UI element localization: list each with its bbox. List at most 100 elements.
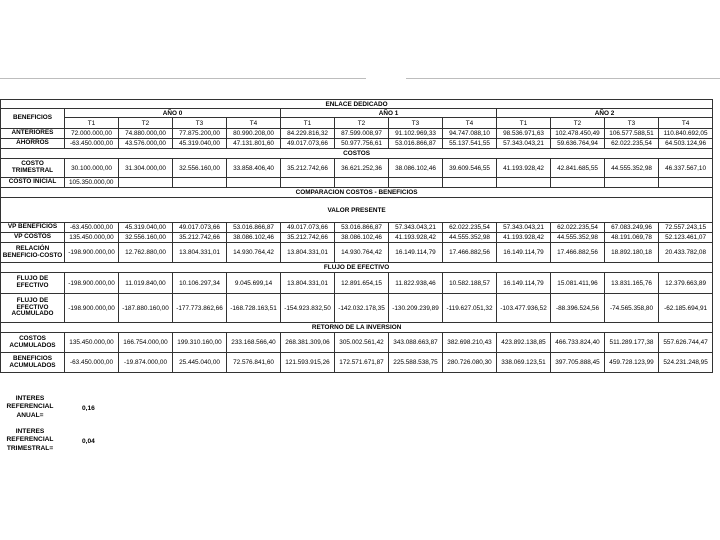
- row-label: AHORROS: [0, 138, 65, 149]
- value-cell: 53.016.866,87: [388, 138, 443, 149]
- value-cell: 59.636.764,94: [550, 138, 605, 149]
- costos-section-header: COSTOS: [0, 148, 714, 159]
- value-cell: -198.900.000,00: [64, 272, 119, 294]
- row-label: BENEFICIOS ACUMULADOS: [0, 352, 65, 373]
- value-cell: 14.930.764,42: [334, 242, 389, 263]
- value-cell: 16.149.114,79: [496, 242, 551, 263]
- value-cell: 62.022.235,54: [442, 222, 497, 233]
- value-cell: 382.698.210,43: [442, 332, 497, 353]
- interes-anual-label: INTERES REFERENCIAL ANUAL=: [6, 395, 54, 419]
- value-cell: 57.343.043,21: [496, 222, 551, 233]
- value-cell: 135.450.000,00: [64, 232, 119, 243]
- retorno-section-header: RETORNO DE LA INVERSION: [0, 322, 714, 333]
- row-label: FLUJO DE EFECTIVO: [0, 272, 65, 294]
- value-cell: 48.191.069,78: [604, 232, 659, 243]
- beneficios-header: BENEFICIOS: [0, 108, 65, 129]
- value-cell: 49.017.073,66: [280, 138, 335, 149]
- value-cell: 44.555.352,98: [604, 158, 659, 178]
- value-cell: 41.193.928,42: [496, 158, 551, 178]
- value-cell: -130.209.239,89: [388, 293, 443, 323]
- quarter-header: T4: [657, 117, 714, 129]
- value-cell: 305.002.561,42: [334, 332, 389, 353]
- value-cell: 94.747.088,10: [442, 128, 497, 139]
- value-cell: -19.874.000,00: [118, 352, 173, 373]
- row-label: FLUJO DE EFECTIVO ACUMULADO: [0, 293, 65, 323]
- value-cell: 52.123.461,07: [657, 232, 714, 243]
- value-cell: 45.319.040,00: [172, 138, 227, 149]
- value-cell: 39.609.546,55: [442, 158, 497, 178]
- value-cell: 74.880.000,00: [118, 128, 173, 139]
- value-cell: 11.019.840,00: [118, 272, 173, 294]
- value-cell: 50.977.756,61: [334, 138, 389, 149]
- row-label: RELACIÓN BENEFICIO-COSTO: [0, 242, 65, 263]
- valor-presente-section-header: VALOR PRESENTE: [0, 197, 714, 223]
- value-cell: 459.728.123,99: [604, 352, 659, 373]
- interes-trimestral-value: 0,04: [82, 438, 95, 445]
- value-cell: 199.310.160,00: [172, 332, 227, 353]
- value-cell: 17.466.882,56: [550, 242, 605, 263]
- interest-rates: INTERES REFERENCIAL ANUAL= 0,16 INTERES …: [0, 395, 95, 453]
- value-cell: -198.900.000,00: [64, 242, 119, 263]
- value-cell: 62.022.235,54: [550, 222, 605, 233]
- value-cell: 35.212.742,66: [280, 158, 335, 178]
- row-relacion: RELACIÓN BENEFICIO-COSTO-198.900.000,00 1…: [0, 242, 714, 263]
- value-cell: 72.000.000,00: [64, 128, 119, 139]
- value-cell: 55.137.541,55: [442, 138, 497, 149]
- costo-inicial-label: COSTO INICIAL: [0, 177, 65, 188]
- row-label: VP BENEFICIOS: [0, 222, 65, 233]
- value-cell: 67.083.249,96: [604, 222, 659, 233]
- cost-benefit-table: ENLACE DEDICADO BENEFICIOS AÑO 0 AÑO 1 A…: [0, 99, 714, 373]
- value-cell: 280.726.080,30: [442, 352, 497, 373]
- year-0-header: AÑO 0: [64, 108, 281, 118]
- value-cell: -177.773.862,66: [172, 293, 227, 323]
- value-cell: 16.149.114,79: [496, 272, 551, 294]
- value-cell: 80.990.208,00: [226, 128, 281, 139]
- value-cell: 41.193.928,42: [496, 232, 551, 243]
- quarter-header: T2: [334, 117, 389, 129]
- value-cell: 47.131.801,60: [226, 138, 281, 149]
- value-cell: 466.733.824,40: [550, 332, 605, 353]
- value-cell: 135.450.000,00: [64, 332, 119, 353]
- value-cell: 42.841.685,55: [550, 158, 605, 178]
- interes-trimestral-row: INTERES REFERENCIAL TRIMESTRAL= 0,04: [0, 428, 95, 453]
- value-cell: 397.705.888,45: [550, 352, 605, 373]
- value-cell: 13.804.331,01: [280, 272, 335, 294]
- value-cell: 43.576.000,00: [118, 138, 173, 149]
- value-cell: 36.621.252,36: [334, 158, 389, 178]
- value-cell: 53.016.866,87: [334, 222, 389, 233]
- flujo-section-header: FLUJO DE EFECTIVO: [0, 262, 714, 273]
- value-cell: 557.626.744,47: [657, 332, 714, 353]
- value-cell: -62.185.694,91: [657, 293, 714, 323]
- value-cell: 11.822.938,46: [388, 272, 443, 294]
- value-cell: -63.450.000,00: [64, 352, 119, 373]
- value-cell: 38.086.102,46: [388, 158, 443, 178]
- value-cell: 49.017.073,66: [280, 222, 335, 233]
- value-cell: 91.102.969,33: [388, 128, 443, 139]
- value-cell: 106.577.588,51: [604, 128, 659, 139]
- value-cell: 98.536.971,63: [496, 128, 551, 139]
- row-flujo-acumulado: FLUJO DE EFECTIVO ACUMULADO-198.900.000,…: [0, 293, 714, 323]
- row-label: VP COSTOS: [0, 232, 65, 243]
- value-cell: 38.086.102,46: [334, 232, 389, 243]
- value-cell: -74.565.358,80: [604, 293, 659, 323]
- value-cell: 46.337.567,10: [657, 158, 714, 178]
- value-cell: 13.804.331,01: [172, 242, 227, 263]
- interes-trimestral-label: INTERES REFERENCIAL TRIMESTRAL=: [6, 428, 54, 452]
- value-cell: 423.892.138,85: [496, 332, 551, 353]
- value-cell: 13.831.165,76: [604, 272, 659, 294]
- value-cell: 64.503.124,96: [657, 138, 714, 149]
- row-label: COSTOS ACUMULADOS: [0, 332, 65, 353]
- value-cell: 33.858.406,40: [226, 158, 281, 178]
- value-cell: 12.891.654,15: [334, 272, 389, 294]
- value-cell: 35.212.742,66: [172, 232, 227, 243]
- table-title: ENLACE DEDICADO: [0, 99, 714, 109]
- value-cell: 14.930.764,42: [226, 242, 281, 263]
- value-cell: -154.923.832,50: [280, 293, 335, 323]
- quarter-header: T1: [64, 117, 119, 129]
- value-cell: -168.728.163,51: [226, 293, 281, 323]
- value-cell: 53.016.866,87: [226, 222, 281, 233]
